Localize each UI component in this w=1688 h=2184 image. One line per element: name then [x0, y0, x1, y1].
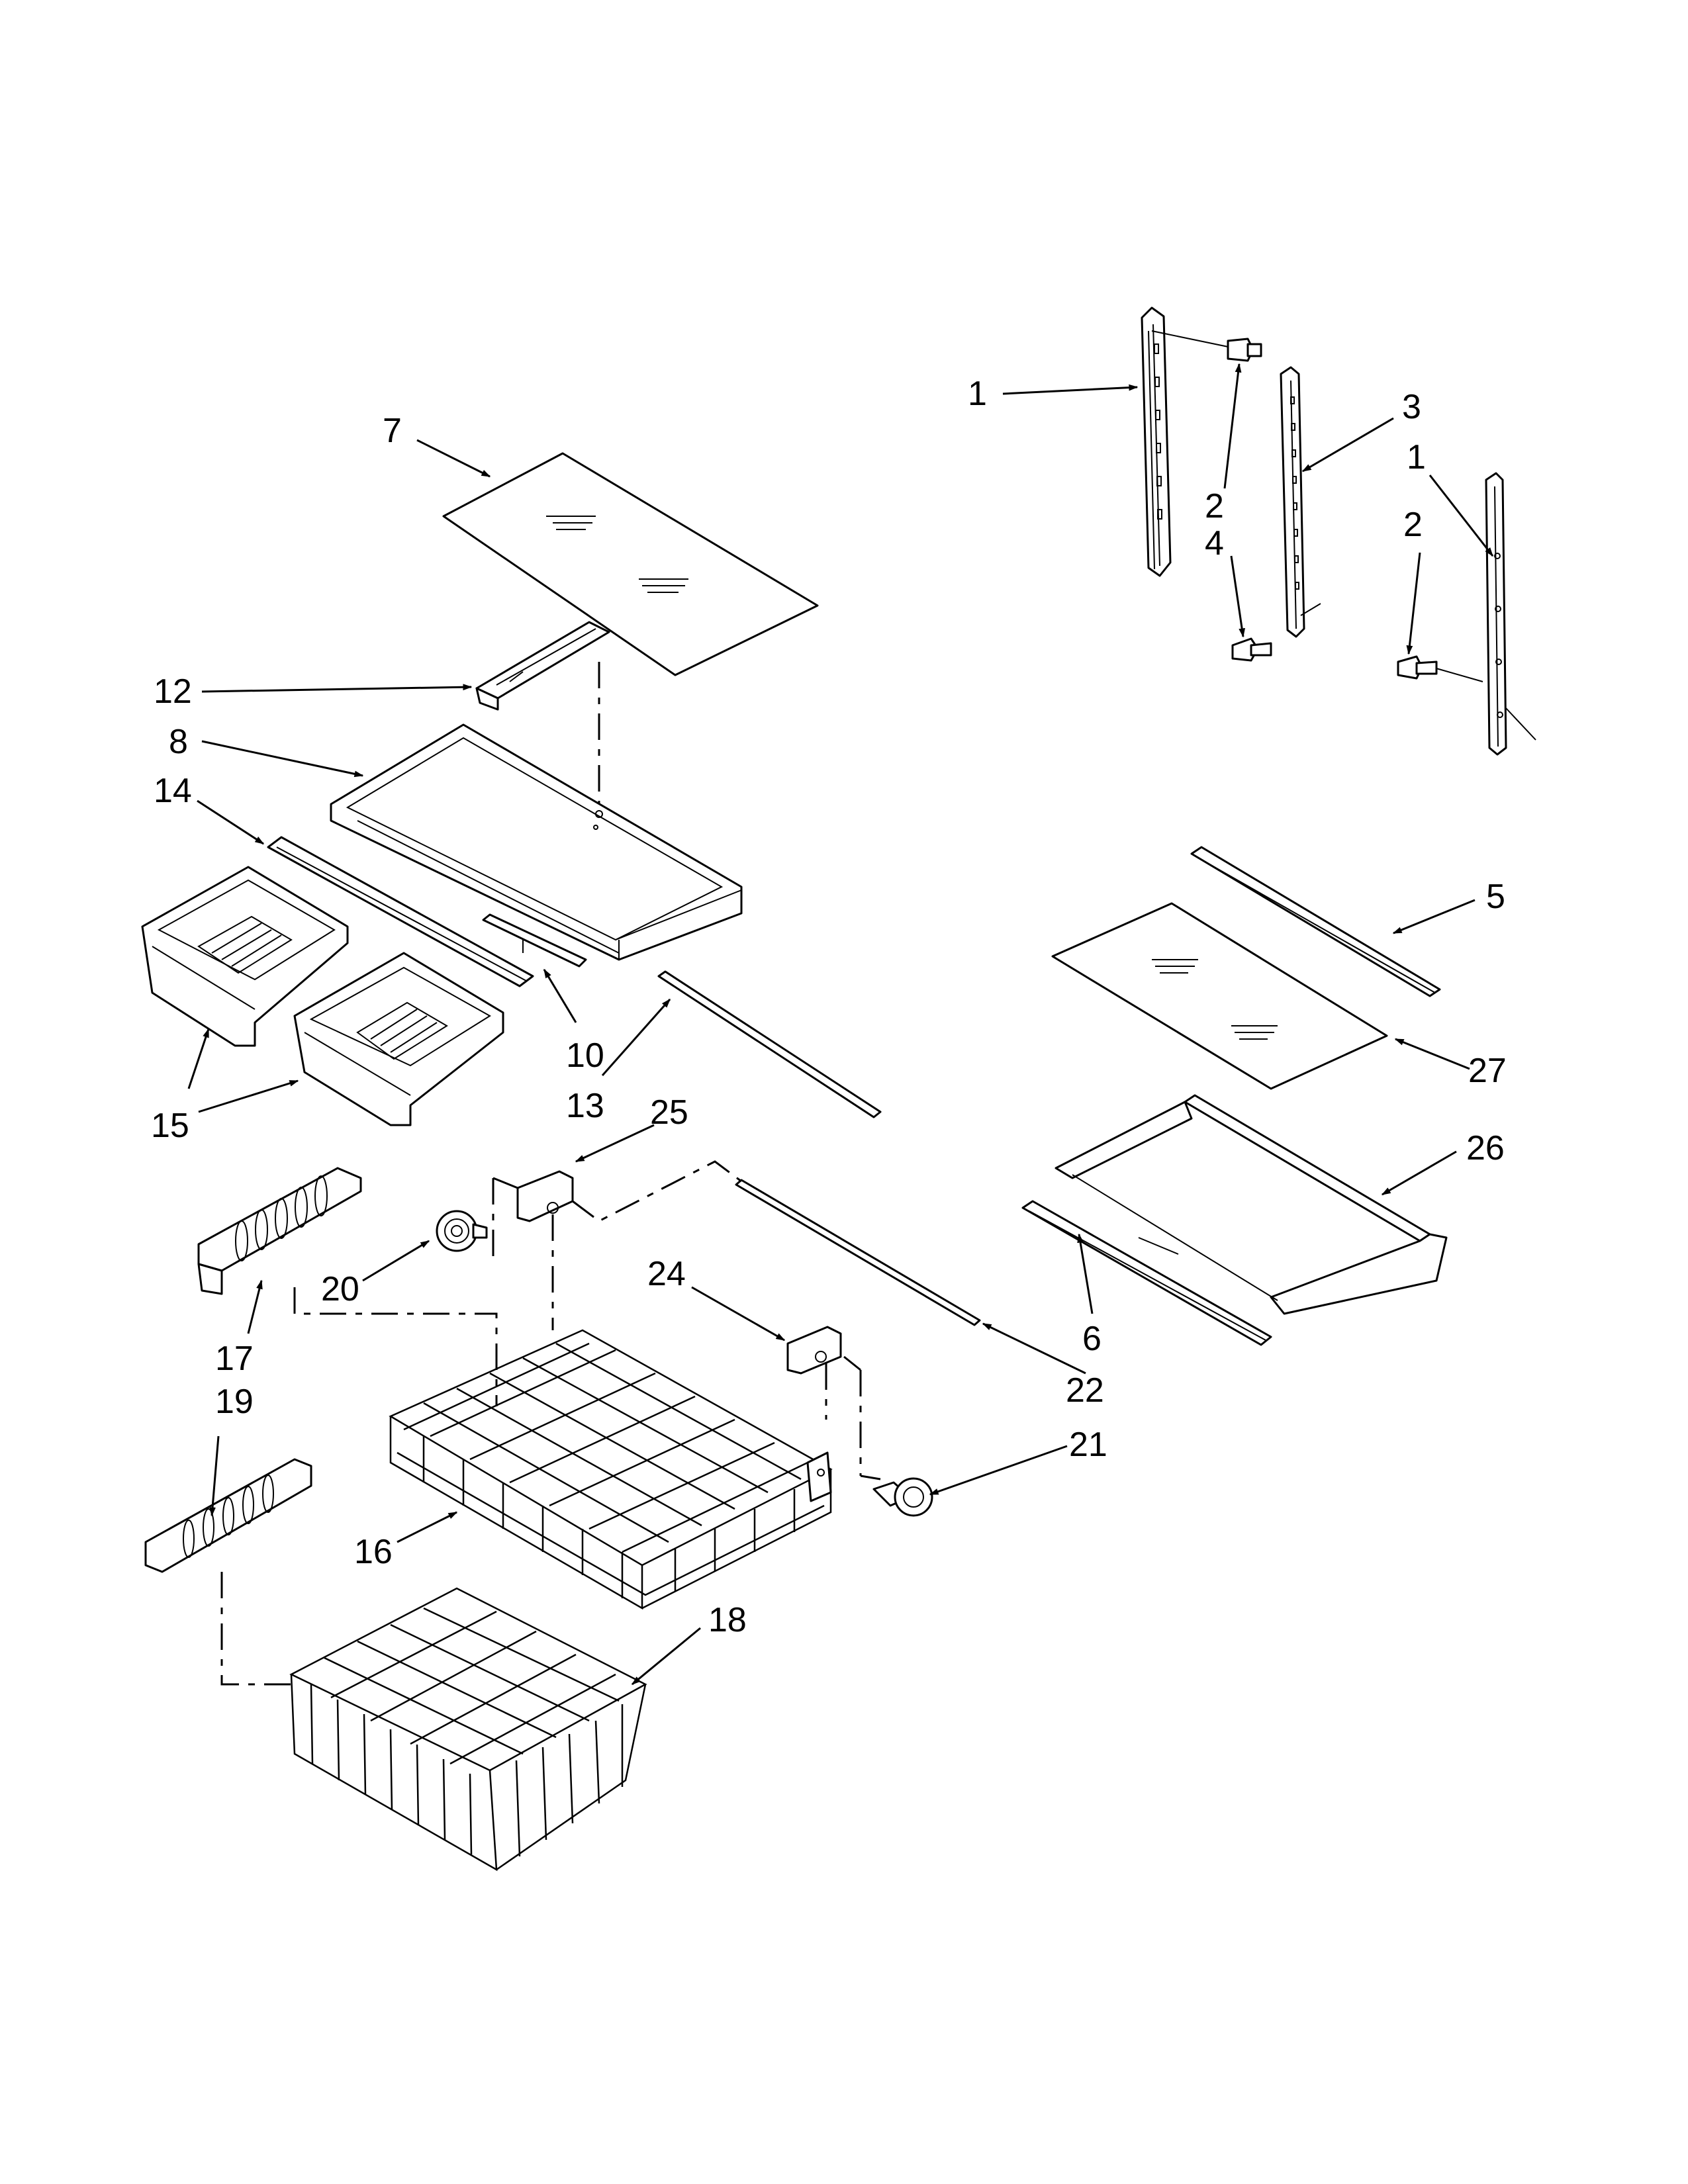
callout-12: 12: [154, 672, 192, 711]
callout-27: 27: [1468, 1052, 1507, 1090]
part-13-rod: [657, 970, 882, 1118]
callout-10: 10: [566, 1036, 604, 1075]
part-4-screw-lower: [1231, 637, 1272, 662]
callout-8: 8: [169, 723, 188, 761]
callout-2-upper: 2: [1205, 487, 1224, 525]
callout-4: 4: [1205, 524, 1224, 563]
callout-16: 16: [354, 1533, 393, 1571]
part-2-screw-upper: [1151, 330, 1262, 362]
part-15-crisper-left: [141, 866, 349, 1047]
part-5-shelf-trim: [1190, 846, 1441, 997]
part-17-basket-end: [197, 1167, 362, 1295]
callout-19: 19: [215, 1383, 254, 1421]
part-3-shelf-ladder-center: [1280, 366, 1321, 638]
part-16-wire-basket: [389, 1329, 833, 1610]
part-21-gear: [872, 1477, 933, 1517]
callout-13: 13: [566, 1087, 604, 1125]
callout-22: 22: [1066, 1371, 1104, 1410]
assembly-lines: [220, 1160, 742, 1686]
part-27-glass-shelf: [1051, 902, 1388, 1090]
callout-2-right: 2: [1403, 506, 1423, 544]
callout-3: 3: [1402, 388, 1421, 426]
part-8-shelf-frame: [330, 723, 743, 961]
callout-18: 18: [708, 1601, 747, 1639]
callout-15: 15: [151, 1107, 189, 1145]
part-22-rod: [735, 1179, 981, 1326]
part-24-bracket: [786, 1326, 881, 1480]
callout-14: 14: [154, 772, 192, 810]
callout-1-right: 1: [1407, 438, 1426, 477]
part-25-bracket: [492, 1170, 574, 1330]
part-18-wire-basket: [289, 1587, 647, 1872]
callout-5: 5: [1486, 878, 1505, 916]
callout-7: 7: [383, 412, 402, 450]
callout-labels: 1 1 2 2 3 4 5 6 7 8 10 12 13 14 15 16 17…: [151, 375, 1507, 1639]
callout-1-upper: 1: [968, 375, 987, 413]
callout-24: 24: [647, 1255, 686, 1293]
part-1-shelf-ladder-right: [1485, 472, 1536, 756]
part-12-shelf-slide: [475, 621, 610, 814]
part-19-basket-end: [144, 1458, 312, 1573]
part-26-shelf-frame: [1021, 1094, 1448, 1346]
callout-25: 25: [650, 1093, 688, 1132]
callout-6: 6: [1082, 1320, 1102, 1358]
part-1-shelf-ladder-left: [1141, 306, 1172, 577]
callout-20: 20: [321, 1270, 359, 1308]
part-14-trim: [267, 836, 534, 987]
part-10-divider: [482, 913, 587, 968]
leader-lines: [187, 363, 1494, 1686]
callout-21: 21: [1069, 1426, 1107, 1464]
callout-26: 26: [1466, 1129, 1505, 1167]
part-7-glass-shelf: [442, 452, 819, 676]
callout-17: 17: [215, 1340, 254, 1378]
part-2-screw-right: [1397, 655, 1483, 682]
part-15-crisper-right: [293, 952, 504, 1126]
part-20-gear: [436, 1210, 488, 1252]
